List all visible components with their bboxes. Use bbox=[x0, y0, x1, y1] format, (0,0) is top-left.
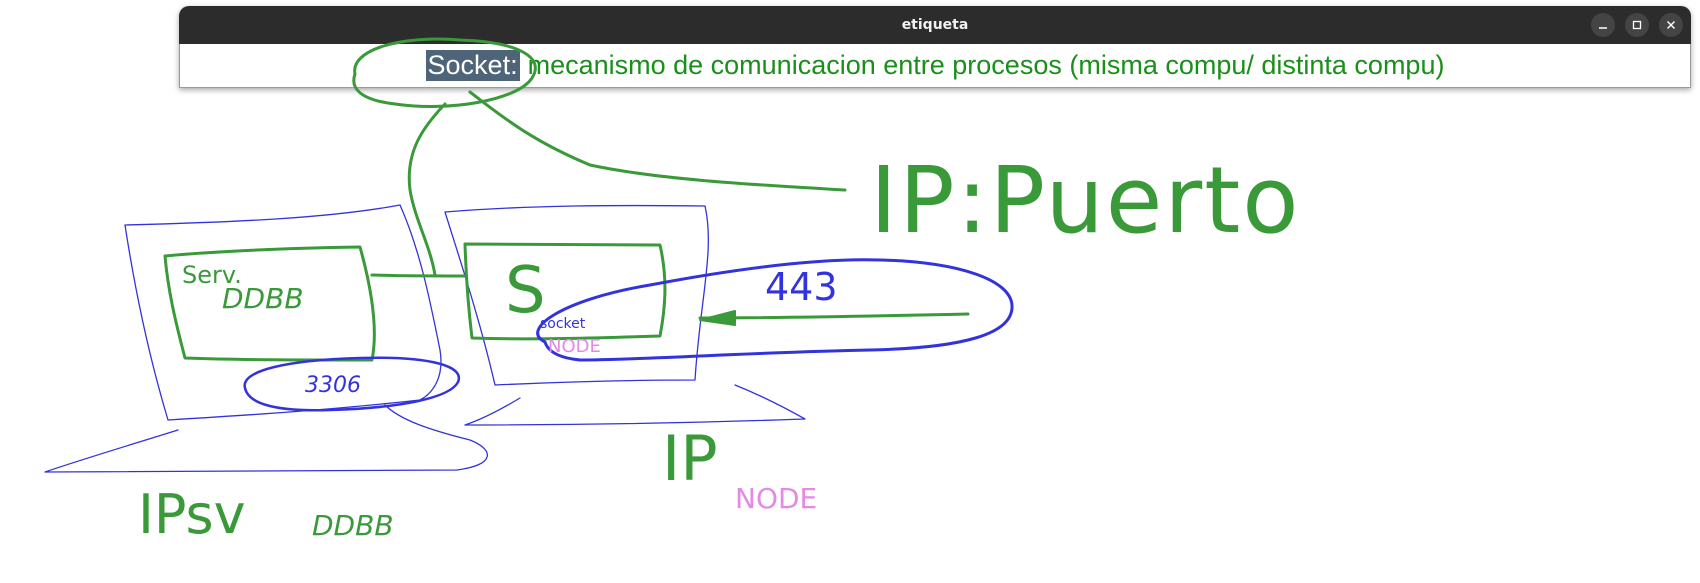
port-3306-label: 3306 bbox=[305, 373, 361, 398]
ip-ddbb-suffix-label: DDBB bbox=[312, 509, 394, 542]
ip-ddbb-prefix-label: IPsv bbox=[138, 483, 246, 546]
window-titlebar[interactable]: etiqueta bbox=[179, 6, 1691, 44]
port-443-label: 443 bbox=[765, 265, 838, 309]
right-keyboard-outline bbox=[464, 384, 806, 426]
minimize-button[interactable] bbox=[1591, 13, 1615, 37]
socket-scribble-label: socket bbox=[540, 316, 586, 332]
s-box bbox=[463, 242, 667, 341]
highlighted-term[interactable]: Socket: bbox=[425, 50, 520, 81]
serv-label: Serv. bbox=[182, 261, 242, 289]
left-monitor-outline bbox=[124, 204, 442, 421]
window-controls bbox=[1591, 13, 1683, 37]
close-icon bbox=[1667, 21, 1675, 29]
connector-to-ip-puerto bbox=[468, 90, 847, 192]
node-label: NODE bbox=[735, 482, 817, 515]
node-small-label: NODE bbox=[548, 336, 601, 357]
connector-to-computers bbox=[407, 102, 447, 277]
window-title: etiqueta bbox=[901, 17, 969, 33]
label-content: Socket: mecanismo de comunicacion entre … bbox=[179, 44, 1691, 88]
etiqueta-window[interactable]: etiqueta bbox=[179, 6, 1691, 88]
port-arrow-line bbox=[698, 312, 970, 320]
right-monitor-outline bbox=[444, 204, 709, 386]
serv-ddbb-box bbox=[163, 245, 376, 362]
port-443-ellipse bbox=[536, 258, 1014, 362]
ip-label: IP bbox=[662, 422, 718, 495]
close-button[interactable] bbox=[1659, 13, 1683, 37]
minimize-icon bbox=[1599, 27, 1607, 29]
maximize-icon bbox=[1632, 20, 1642, 30]
port-arrow-head bbox=[699, 310, 736, 326]
maximize-button[interactable] bbox=[1625, 13, 1649, 37]
s-label: S bbox=[505, 254, 546, 328]
ip-puerto-label: IP:Puerto bbox=[870, 147, 1301, 254]
left-keyboard-outline bbox=[44, 404, 489, 473]
ddbb-label: DDBB bbox=[222, 282, 304, 315]
box-link-line bbox=[370, 273, 467, 278]
term-definition: mecanismo de comunicacion entre procesos… bbox=[527, 50, 1445, 80]
port-3306-ellipse bbox=[243, 356, 461, 412]
